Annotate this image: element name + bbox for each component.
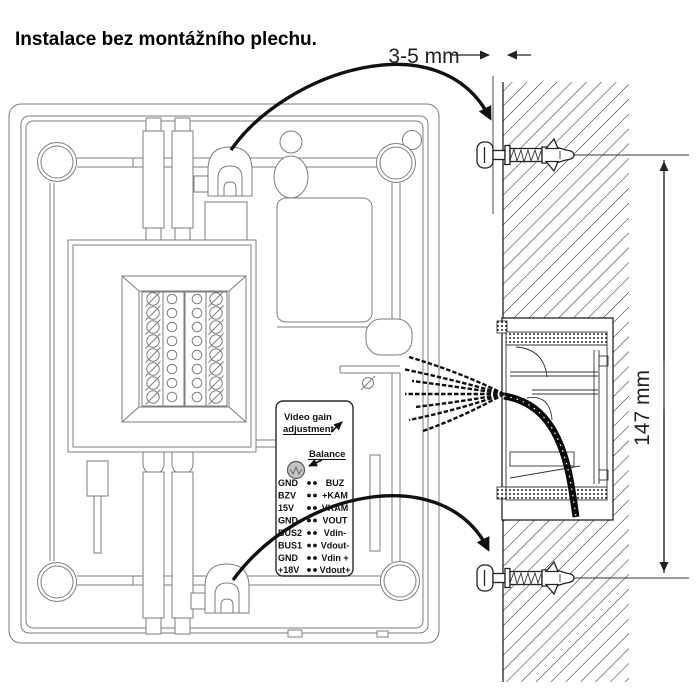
- terminal-screws: [145, 291, 224, 405]
- terminal-label-block: Video gain adjustment Balance GND BUZ BZV…: [275, 400, 354, 577]
- page-title: Instalace bez montážního plechu.: [15, 29, 317, 50]
- box-cavity: [505, 344, 608, 488]
- corner-mount-bottom-left: [37, 562, 77, 602]
- video-gain-arrow-icon: [330, 421, 343, 433]
- mount-hook-bottom: [190, 563, 250, 614]
- svg-text:BZV: BZV: [278, 491, 296, 501]
- svg-text:VKAM: VKAM: [322, 503, 349, 513]
- terminal-name-rows: GND BUZ BZV +KAM 15V VKAM GND VOUT BUS2 Vdin-…: [278, 478, 350, 575]
- cable-in-box: [503, 392, 580, 518]
- dimension-gap: 3-5 mm: [388, 45, 531, 68]
- balance-arrow-icon: [308, 459, 323, 467]
- device-inner-outline2: [25, 120, 424, 629]
- keyhole-slot-mid: [365, 318, 413, 356]
- box-rim-top: [505, 331, 608, 346]
- terminal-block: [67, 239, 257, 453]
- video-gain-screw: [360, 375, 376, 391]
- device-outer-outline: [8, 103, 440, 644]
- component-box: [276, 197, 373, 328]
- video-gain-label-line1: Video gain: [284, 412, 332, 423]
- svg-text:BUS1: BUS1: [278, 541, 302, 551]
- svg-text:Vdin +: Vdin +: [321, 553, 348, 563]
- terminal-row: GND VOUT: [278, 516, 348, 526]
- svg-text:BUS2: BUS2: [278, 528, 302, 538]
- height-dimension-label: 147 mm: [631, 370, 654, 446]
- svg-text:BUZ: BUZ: [326, 478, 345, 488]
- wire-bundle: [402, 355, 505, 433]
- terminal-row: BZV +KAM: [278, 491, 348, 501]
- mount-hook-top: [193, 146, 253, 197]
- terminal-row: GND Vdin +: [278, 553, 349, 563]
- svg-text:15V: 15V: [278, 503, 294, 513]
- terminal-row: 15V VKAM: [278, 503, 348, 513]
- corner-keyhole-top-right: [376, 130, 422, 183]
- slot-cutout: [369, 454, 381, 552]
- terminal-row: GND BUZ: [278, 478, 345, 488]
- svg-text:+KAM: +KAM: [322, 491, 348, 501]
- terminal-row: BUS2 Vdin-: [278, 528, 346, 538]
- box-internal-details: [509, 346, 609, 484]
- terminal-row: BUS1 Vdout-: [278, 541, 349, 551]
- keyhole-slot-top: [273, 130, 309, 199]
- balance-label: Balance: [309, 449, 345, 460]
- square-cutout: [204, 201, 248, 243]
- svg-text:GND: GND: [278, 478, 299, 488]
- svg-text:Vdin-: Vdin-: [324, 528, 347, 538]
- bottom-tab: [376, 630, 389, 638]
- corner-mount-bottom-right: [380, 561, 420, 601]
- install-arrow-bottom: [231, 493, 490, 582]
- svg-text:Vdout+: Vdout+: [320, 565, 351, 575]
- locator-pin: [86, 460, 109, 554]
- flush-mount-box: [496, 317, 614, 521]
- dimension-height: 147 mm: [574, 154, 689, 579]
- svg-text:VOUT: VOUT: [322, 516, 348, 526]
- bottom-tab: [287, 629, 303, 638]
- box-rim-bottom: [505, 486, 608, 501]
- gap-dimension-label: 3-5 mm: [388, 45, 459, 68]
- install-arrow-top: [229, 62, 492, 151]
- svg-text:GND: GND: [278, 516, 299, 526]
- video-gain-label-line2: adjustment: [283, 424, 335, 435]
- intercom-back-panel: Video gain adjustment Balance GND BUZ BZV…: [8, 103, 440, 644]
- balance-potentiometer[interactable]: [286, 460, 306, 480]
- svg-text:+18V: +18V: [278, 565, 299, 575]
- svg-text:Vdout-: Vdout-: [321, 541, 350, 551]
- svg-text:GND: GND: [278, 553, 299, 563]
- corner-mount-top-left: [37, 142, 77, 182]
- terminal-row: +18V Vdout+: [278, 565, 350, 575]
